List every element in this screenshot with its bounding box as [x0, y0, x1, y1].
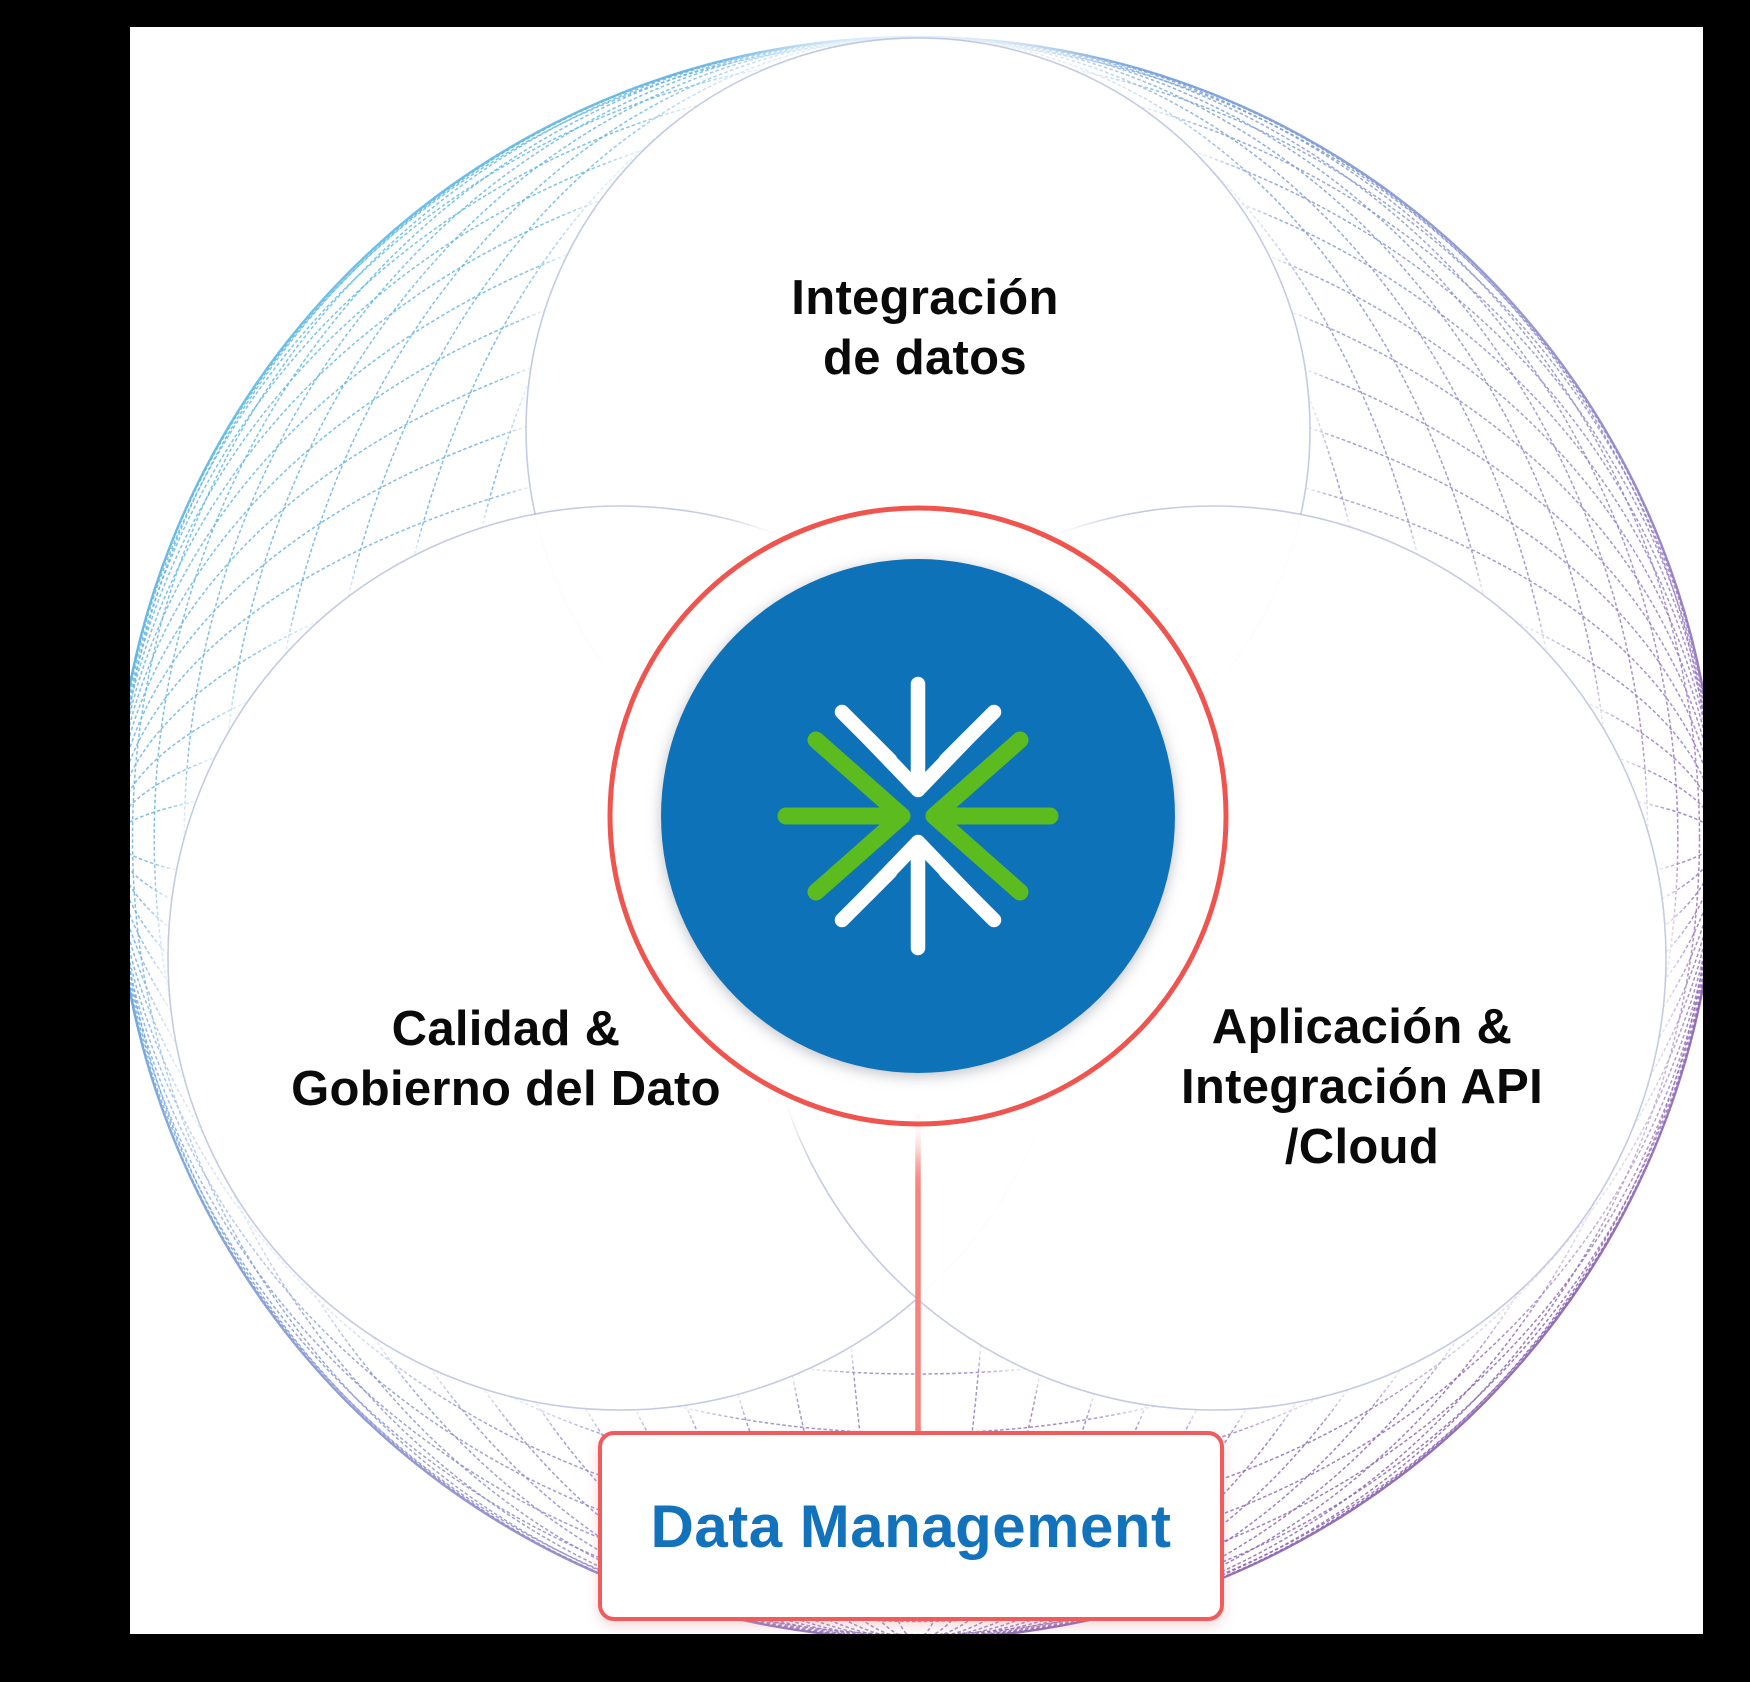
top-circle-label: Integración de datos [791, 271, 1059, 385]
hub-blue-circle [661, 559, 1175, 1073]
central-hub [576, 474, 1260, 1158]
hub-red-ring [607, 505, 1229, 1127]
left-circle-label: Calidad & Gobierno del Dato [291, 1002, 721, 1116]
converging-arrows-icon [777, 676, 1059, 956]
data-management-label: Data Management [650, 1492, 1172, 1560]
right-circle-label: Aplicación & Integración API /Cloud [1180, 1000, 1544, 1174]
data-management-box: Data Management [598, 1431, 1224, 1621]
